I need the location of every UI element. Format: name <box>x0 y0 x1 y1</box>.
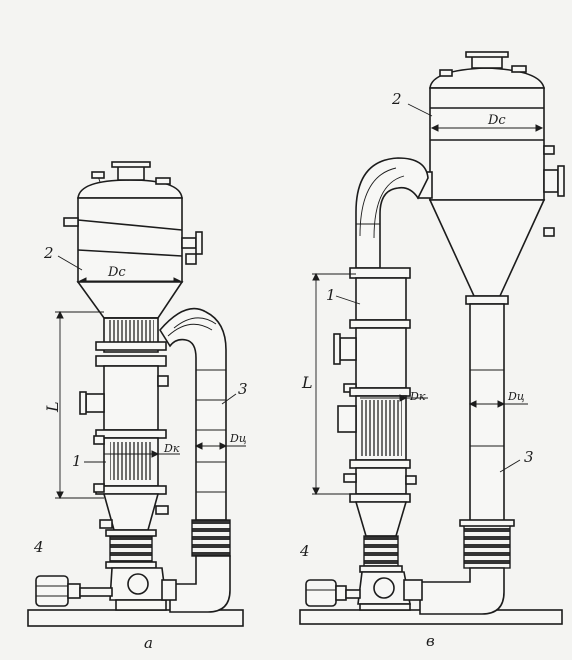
separator-body-a <box>77 197 183 283</box>
label-b-part4: 4 <box>299 542 310 560</box>
caption-a: а <box>144 634 153 652</box>
circulation-pipe-b <box>469 303 505 525</box>
label-b-dk: Dк <box>409 390 426 403</box>
label-a-length: L <box>43 401 62 413</box>
label-b-dc: Dс <box>487 113 506 128</box>
label-b-part3: 3 <box>524 448 534 466</box>
label-b-dcc: Dц <box>507 390 525 403</box>
label-b-length: L <box>301 373 313 392</box>
label-a-part3: 3 <box>238 380 248 398</box>
label-a-dk: Dк <box>163 442 180 455</box>
label-a-dcc: Dц <box>229 432 247 445</box>
label-a-part2: 2 <box>43 244 54 262</box>
separator-body-b <box>429 87 545 201</box>
caption-b: в <box>426 632 435 650</box>
motor-b <box>305 579 337 607</box>
label-a-part4: 4 <box>33 538 44 556</box>
label-b-part2: 2 <box>391 90 402 108</box>
motor-a <box>35 575 69 607</box>
label-b-part1: 1 <box>326 286 336 304</box>
apparatus-a <box>27 161 246 627</box>
apparatus-b <box>299 51 565 625</box>
label-a-dc: Dс <box>107 265 126 280</box>
label-a-part1: 1 <box>72 452 82 470</box>
